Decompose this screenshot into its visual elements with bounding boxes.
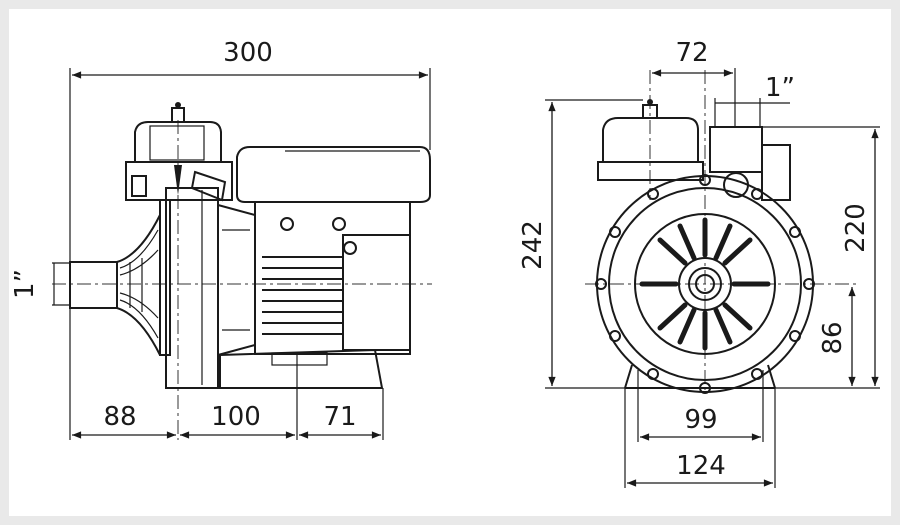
control-box xyxy=(236,146,431,203)
dim-label-outlet-height: 220 xyxy=(841,203,871,253)
front-view: 72 1” 242 220 86 99 124 xyxy=(518,38,880,488)
strainer-body xyxy=(125,161,233,201)
motor-base xyxy=(219,348,384,389)
screw xyxy=(332,217,346,231)
dim-label-inlet-size: 1” xyxy=(10,269,40,299)
impeller xyxy=(634,213,776,355)
dim-label-foot-to-end: 71 xyxy=(323,402,356,432)
screw xyxy=(280,217,294,231)
motor-adapter xyxy=(217,204,256,356)
dim-label-axis-offset: 72 xyxy=(675,38,708,68)
side-view: 300 88 100 71 1” xyxy=(10,38,432,440)
cooling-fins xyxy=(262,256,343,335)
dim-label-total-height: 242 xyxy=(518,220,548,270)
vent-plug xyxy=(190,170,227,202)
dim-label-axis-height: 86 xyxy=(818,321,848,354)
inlet-pipe xyxy=(69,261,118,309)
dim-label-overall-length: 300 xyxy=(223,38,273,68)
dim-label-foot-inner-width: 99 xyxy=(684,405,717,435)
pump-feet xyxy=(624,364,776,389)
impeller-hub xyxy=(678,257,732,311)
dim-label-inlet-to-axis: 88 xyxy=(103,402,136,432)
pump-housing xyxy=(165,187,219,389)
dim-label-outlet-size: 1” xyxy=(765,73,795,103)
strainer-lid-front xyxy=(602,117,699,163)
impeller-vanes xyxy=(639,217,771,351)
dim-label-foot-outer-width: 124 xyxy=(676,451,726,481)
outlet-port xyxy=(709,126,763,173)
lid-knob xyxy=(171,107,185,123)
dim-label-axis-to-foot: 100 xyxy=(211,402,261,432)
inlet-bell xyxy=(116,214,161,356)
strainer-lid xyxy=(134,121,222,163)
